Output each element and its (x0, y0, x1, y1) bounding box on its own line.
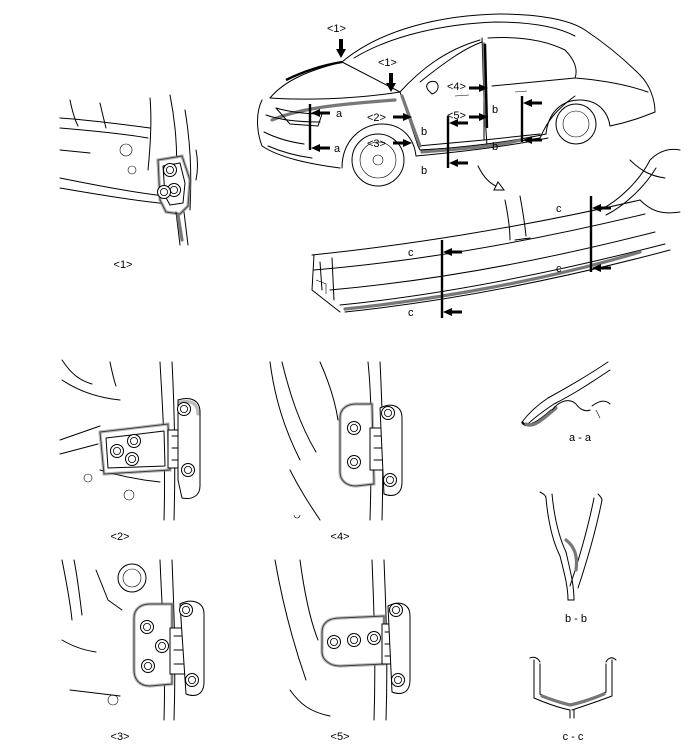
svg-text:c: c (408, 307, 414, 319)
section-c-c (529, 656, 617, 719)
caption-4: <4> (331, 531, 350, 543)
svg-text:a: a (336, 108, 343, 120)
svg-text:<4>: <4> (447, 81, 466, 93)
svg-text:b: b (492, 104, 498, 116)
caption-3: <3> (111, 731, 130, 743)
caption-1: <1> (114, 259, 133, 271)
caption-2: <2> (111, 531, 130, 543)
panel-1-hood-hinge (59, 94, 198, 246)
caption-section-bb: b - b (565, 613, 587, 625)
panel-4-rear-upper-hinge (269, 361, 403, 521)
svg-text:a: a (334, 143, 341, 155)
svg-text:<2>: <2> (367, 112, 386, 124)
svg-text:c: c (556, 263, 562, 275)
svg-text:<1>: <1> (378, 57, 397, 69)
panel-2-front-upper-hinge (59, 359, 201, 521)
svg-text:c: c (408, 247, 414, 259)
caption-5: <5> (331, 731, 350, 743)
svg-text:<3>: <3> (367, 138, 386, 150)
svg-text:b: b (421, 165, 427, 177)
caption-section-aa: a - a (569, 432, 592, 444)
section-b-b (539, 491, 603, 601)
caption-section-cc: c - c (563, 731, 584, 743)
svg-text:c: c (556, 203, 562, 215)
section-a-a (521, 361, 611, 427)
svg-text:b: b (421, 126, 427, 138)
panel-5-rear-lower-hinge (274, 559, 411, 721)
svg-text:<1>: <1> (327, 23, 346, 35)
svg-text:<5>: <5> (447, 110, 466, 122)
rocker-sill-detail: c c c c (311, 148, 681, 319)
panel-3-front-lower-hinge (61, 559, 205, 721)
car-overview: <1> <1> <2> <3> <4> <5> a a b b b b (257, 13, 656, 191)
svg-text:b: b (492, 141, 498, 153)
